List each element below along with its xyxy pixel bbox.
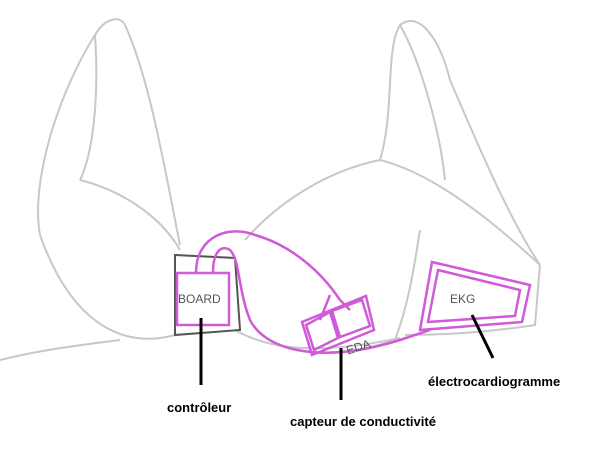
board-label: BOARD	[178, 292, 221, 306]
board-pad	[175, 271, 231, 327]
ecg-callout: électrocardiogramme	[428, 374, 561, 389]
garment-outline	[0, 18, 541, 361]
controller-callout: contrôleur	[167, 400, 232, 415]
eda-electrode-2	[330, 298, 372, 339]
ekg-pad-outer	[418, 260, 532, 332]
ekg-pad-inner	[426, 268, 522, 324]
conductivity-callout: capteur de conductivité	[290, 414, 436, 429]
ekg-label: EKG	[450, 292, 476, 306]
callout-pointers	[199, 314, 495, 400]
sensor-wiring	[175, 230, 532, 357]
